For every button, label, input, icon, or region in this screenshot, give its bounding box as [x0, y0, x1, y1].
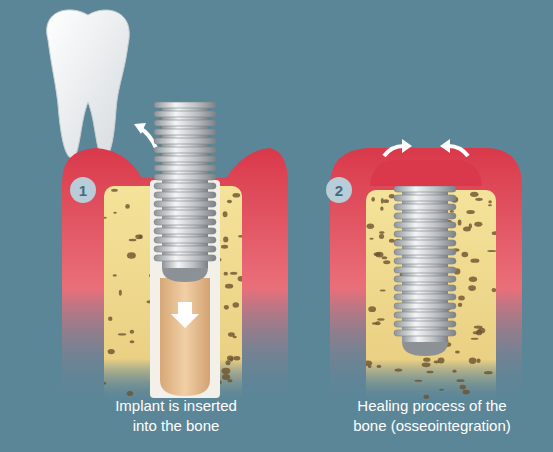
step-caption: Implant is inserted into the bone: [101, 396, 251, 435]
step-circle: 1: [70, 177, 96, 203]
step-circle: 2: [326, 177, 352, 203]
callout-number: 1: [79, 183, 87, 198]
callout-number: 2: [335, 183, 343, 198]
step-caption: Healing process of the bone (osseointegr…: [346, 396, 518, 435]
